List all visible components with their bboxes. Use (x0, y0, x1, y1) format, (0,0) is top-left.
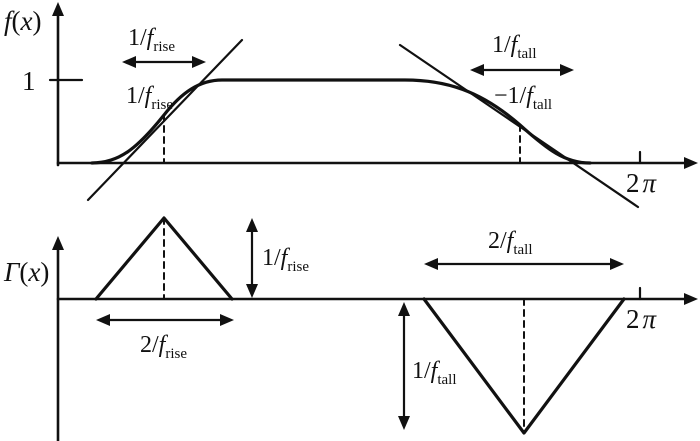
fall-height-arrow (398, 302, 410, 430)
fall-base-arrow (424, 258, 624, 270)
fx-curve (90, 78, 592, 165)
fall-base-label: 2/ftall (488, 228, 533, 258)
top-tick-one-label: 1 (22, 66, 36, 96)
rise-width-arrow (122, 56, 206, 68)
top-x-axis-arrowhead (684, 157, 698, 169)
fall-width-arrow (470, 64, 574, 76)
bottom-y-label: Γ(x) (3, 257, 49, 287)
rise-slope-label: 1/frise (126, 83, 173, 113)
rise-height-arrow (246, 218, 258, 298)
fall-width-label: 1/ftall (492, 32, 537, 62)
top-y-axis-arrowhead (52, 2, 64, 16)
rise-base-arrow (96, 314, 234, 326)
rise-width-label: 1/frise (128, 25, 175, 55)
fall-slope-label: −1/ftall (494, 83, 552, 113)
top-y-label: f(x) (4, 6, 42, 36)
bottom-y-axis-arrowhead (52, 236, 64, 250)
rise-height-label: 1/frise (262, 245, 309, 275)
fall-height-label: 1/ftall (412, 358, 457, 388)
bottom-x-axis-arrowhead (684, 293, 698, 305)
rise-base-label: 2/frise (140, 332, 187, 362)
